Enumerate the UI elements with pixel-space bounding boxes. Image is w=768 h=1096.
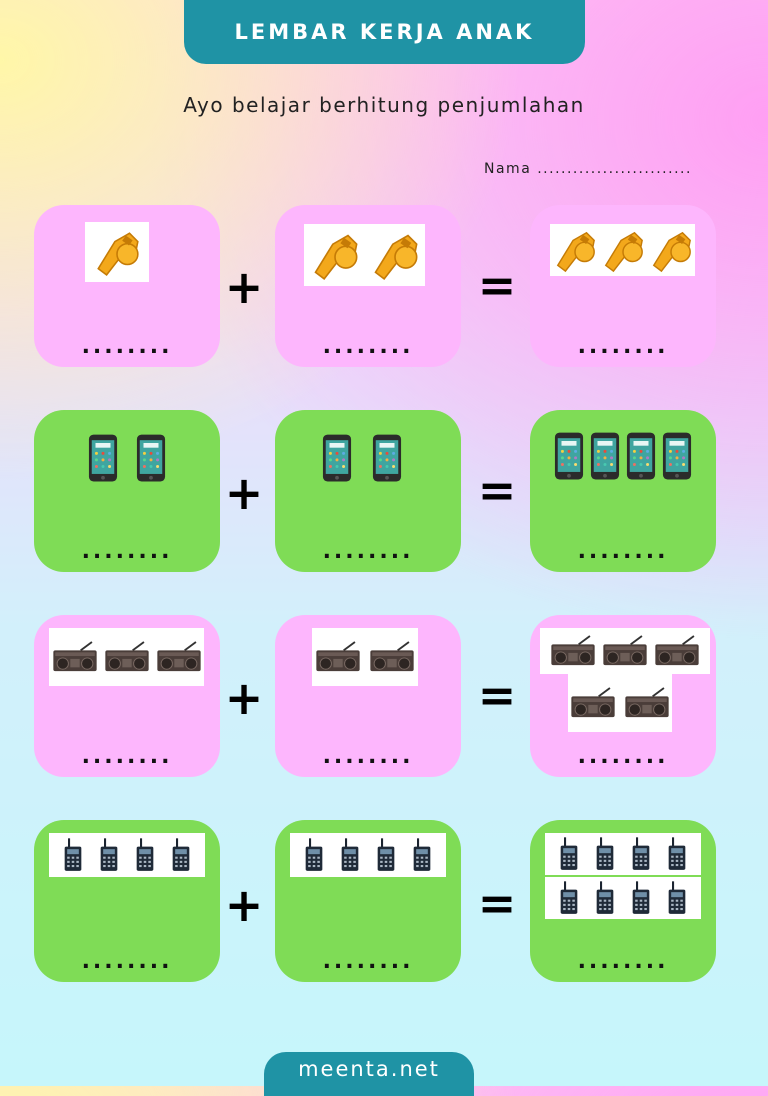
picture-box bbox=[548, 426, 698, 486]
equals-sign: = bbox=[477, 258, 517, 312]
radio-icon bbox=[52, 641, 98, 673]
name-field: Nama .......................... bbox=[484, 161, 692, 177]
smartphone-icon bbox=[554, 429, 584, 483]
footer-badge: meenta.net bbox=[264, 1052, 474, 1096]
walkie-talkie-icon bbox=[376, 837, 396, 873]
answer-blank[interactable]: ........ bbox=[577, 744, 669, 769]
smartphone-icon bbox=[372, 431, 402, 485]
walkie-talkie-icon bbox=[667, 836, 687, 872]
smartphone-icon bbox=[626, 429, 656, 483]
radio-icon bbox=[315, 641, 361, 673]
walkie-talkie-icon bbox=[559, 836, 579, 872]
plus-sign: + bbox=[224, 260, 264, 314]
walkie-talkie-icon bbox=[171, 837, 191, 873]
picture-box bbox=[545, 833, 701, 875]
card-row1-addend1: ........ bbox=[34, 205, 220, 367]
picture-box bbox=[312, 628, 418, 686]
picture-box bbox=[290, 833, 446, 877]
card-row1-sum: ........ bbox=[530, 205, 716, 367]
walkie-talkie-icon bbox=[63, 837, 83, 873]
answer-blank[interactable]: ........ bbox=[81, 744, 173, 769]
radio-icon bbox=[654, 635, 700, 667]
answer-blank[interactable]: ........ bbox=[322, 949, 414, 974]
answer-blank[interactable]: ........ bbox=[81, 539, 173, 564]
subtitle: Ayo belajar berhitung penjumlahan bbox=[183, 93, 585, 117]
smartphone-icon bbox=[322, 431, 352, 485]
walkie-talkie-icon bbox=[631, 880, 651, 916]
plus-sign: + bbox=[224, 671, 264, 725]
plus-sign: + bbox=[224, 878, 264, 932]
plus-sign: + bbox=[224, 466, 264, 520]
equals-sign: = bbox=[477, 463, 517, 517]
whistle-icon bbox=[92, 227, 142, 277]
answer-blank[interactable]: ........ bbox=[577, 539, 669, 564]
answer-blank[interactable]: ........ bbox=[577, 334, 669, 359]
card-row3-addend2: ........ bbox=[275, 615, 461, 777]
whistle-icon bbox=[552, 227, 598, 273]
picture-box bbox=[85, 222, 149, 282]
radio-icon bbox=[156, 641, 202, 673]
radio-icon bbox=[550, 635, 596, 667]
walkie-talkie-icon bbox=[304, 837, 324, 873]
radio-icon bbox=[369, 641, 415, 673]
walkie-talkie-icon bbox=[412, 837, 432, 873]
answer-blank[interactable]: ........ bbox=[322, 334, 414, 359]
equals-sign: = bbox=[477, 876, 517, 930]
picture-box bbox=[83, 428, 171, 488]
picture-box bbox=[49, 628, 204, 686]
walkie-talkie-icon bbox=[99, 837, 119, 873]
walkie-talkie-icon bbox=[595, 836, 615, 872]
picture-box bbox=[550, 224, 695, 276]
picture-box bbox=[545, 877, 701, 919]
page-header: LEMBAR KERJA ANAK bbox=[184, 0, 585, 64]
radio-icon bbox=[104, 641, 150, 673]
smartphone-icon bbox=[590, 429, 620, 483]
walkie-talkie-icon bbox=[631, 836, 651, 872]
whistle-icon bbox=[600, 227, 646, 273]
answer-blank[interactable]: ........ bbox=[322, 539, 414, 564]
card-row2-addend1: ........ bbox=[34, 410, 220, 572]
picture-box bbox=[540, 628, 710, 674]
picture-box bbox=[568, 674, 672, 732]
radio-icon bbox=[570, 687, 616, 719]
answer-blank[interactable]: ........ bbox=[577, 949, 669, 974]
whistle-icon bbox=[369, 229, 421, 281]
picture-box bbox=[317, 428, 407, 488]
answer-blank[interactable]: ........ bbox=[81, 949, 173, 974]
answer-blank[interactable]: ........ bbox=[322, 744, 414, 769]
radio-icon bbox=[602, 635, 648, 667]
walkie-talkie-icon bbox=[595, 880, 615, 916]
walkie-talkie-icon bbox=[340, 837, 360, 873]
equals-sign: = bbox=[477, 668, 517, 722]
smartphone-icon bbox=[88, 431, 118, 485]
radio-icon bbox=[624, 687, 670, 719]
page-title: LEMBAR KERJA ANAK bbox=[234, 20, 535, 44]
picture-box bbox=[49, 833, 205, 877]
walkie-talkie-icon bbox=[559, 880, 579, 916]
answer-blank[interactable]: ........ bbox=[81, 334, 173, 359]
card-row1-addend2: ........ bbox=[275, 205, 461, 367]
smartphone-icon bbox=[136, 431, 166, 485]
picture-box bbox=[304, 224, 425, 286]
card-row2-addend2: ........ bbox=[275, 410, 461, 572]
card-row4-sum: ........ bbox=[530, 820, 716, 982]
whistle-icon bbox=[648, 227, 694, 273]
walkie-talkie-icon bbox=[667, 880, 687, 916]
whistle-icon bbox=[309, 229, 361, 281]
smartphone-icon bbox=[662, 429, 692, 483]
card-row4-addend2: ........ bbox=[275, 820, 461, 982]
site-label[interactable]: meenta.net bbox=[298, 1057, 440, 1081]
card-row3-addend1: ........ bbox=[34, 615, 220, 777]
walkie-talkie-icon bbox=[135, 837, 155, 873]
card-row3-sum: ........ bbox=[530, 615, 716, 777]
card-row2-sum: ........ bbox=[530, 410, 716, 572]
card-row4-addend1: ........ bbox=[34, 820, 220, 982]
